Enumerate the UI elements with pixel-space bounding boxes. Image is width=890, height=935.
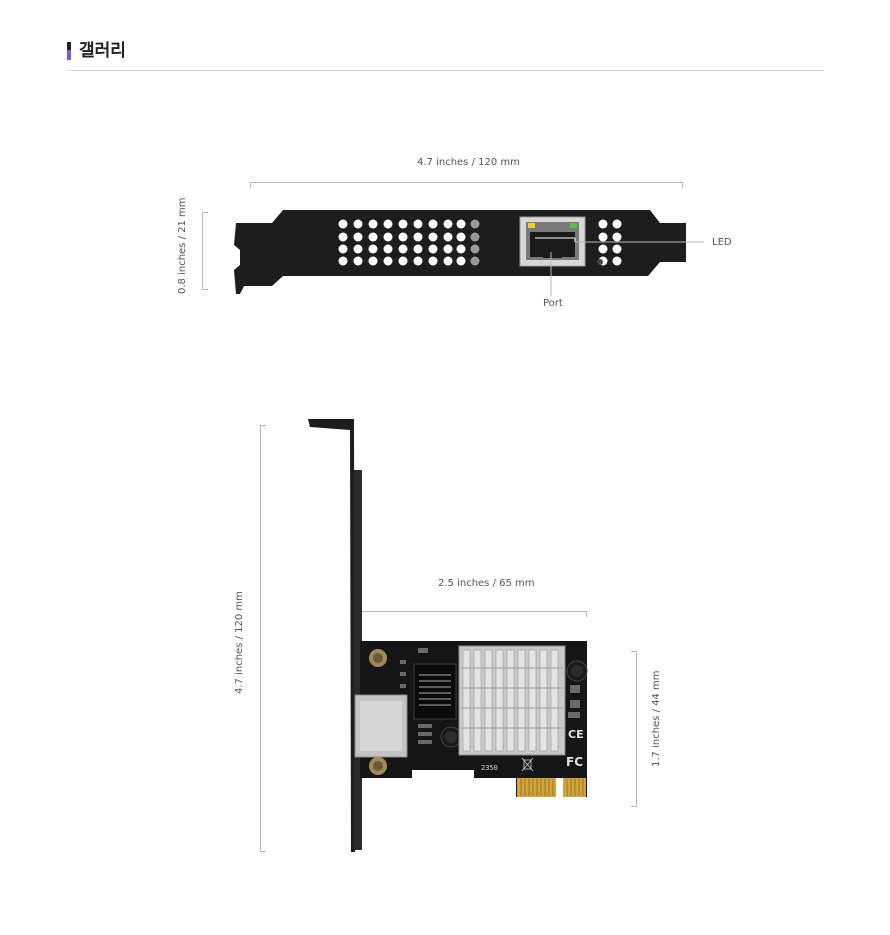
pcb-height-line <box>636 651 637 807</box>
chip-marking: 2350 <box>481 764 498 772</box>
led-yellow <box>528 223 535 228</box>
card-height-tick-top <box>260 425 266 426</box>
pcb-height-tick-top <box>631 651 637 652</box>
bracket-height-line <box>202 212 203 290</box>
card-width-line <box>362 611 587 612</box>
bracket-width-label: 4.7 inches / 120 mm <box>417 157 520 168</box>
bracket-height-tick-top <box>202 212 208 213</box>
pcb-height-tick-bottom <box>631 806 637 807</box>
bracket-height-tick-bottom <box>202 289 208 290</box>
port-label: Port <box>543 298 563 309</box>
gold-contacts <box>517 778 586 797</box>
heatsink <box>458 645 566 756</box>
vent-holes <box>338 219 622 266</box>
weee-icon <box>521 757 534 772</box>
section-header: 갤러리 <box>67 40 824 71</box>
bracket-width-line <box>250 182 683 183</box>
section-marker <box>67 42 71 60</box>
controller-chip <box>413 663 457 720</box>
section-title: 갤러리 <box>79 41 126 61</box>
led-label: LED <box>712 237 732 248</box>
card-height-line <box>260 425 261 852</box>
bracket-width-tick-right <box>682 182 683 188</box>
ce-mark: CE <box>568 728 584 741</box>
rj45-port <box>519 216 586 267</box>
card-height-tick-bottom <box>260 851 266 852</box>
bracket-width-tick-left <box>250 182 251 188</box>
led-green <box>570 223 577 228</box>
fcc-mark: FC <box>566 755 583 769</box>
card-width-tick-right <box>586 611 587 617</box>
card-width-label: 2.5 inches / 65 mm <box>438 578 535 589</box>
side-bracket <box>308 419 355 852</box>
